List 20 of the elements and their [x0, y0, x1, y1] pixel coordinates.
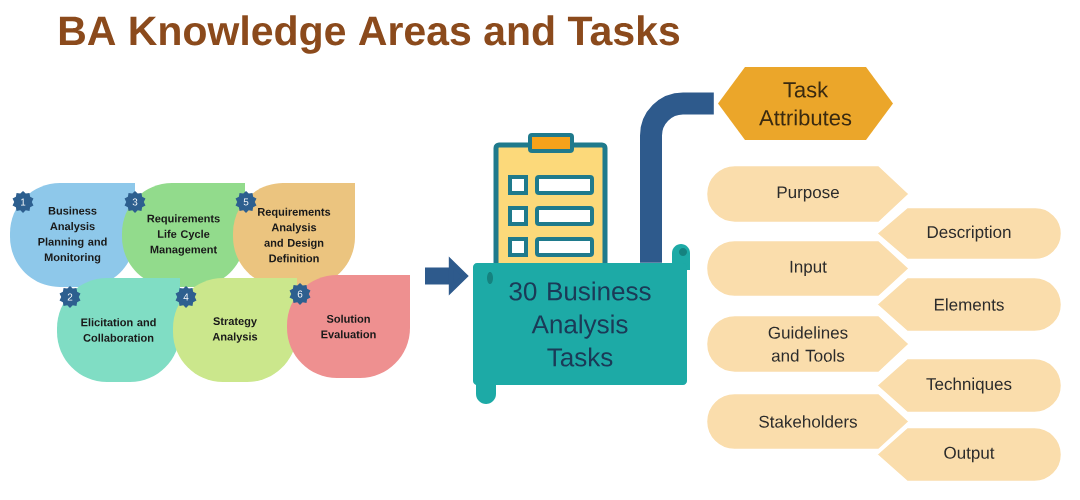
node-label: Elements: [934, 298, 1004, 311]
scroll-banner: 30 Business Analysis Tasks: [473, 244, 690, 404]
arrow-tag: Purpose: [704, 163, 912, 225]
number-badge: 3: [124, 191, 146, 213]
arrow-tag: Guidelines and Tools: [704, 313, 912, 375]
number-badge: 4: [175, 286, 197, 308]
arrow-tag: Description: [874, 205, 1064, 262]
number-badge: 6: [289, 283, 311, 305]
arrow-tag: Elements: [874, 275, 1064, 334]
number-badge: 5: [235, 191, 257, 213]
node-label: Techniques: [926, 377, 1012, 394]
arrow-tag: Input: [704, 238, 912, 299]
number-badge: 2: [59, 286, 81, 308]
arrow-tag: Stakeholders: [704, 391, 912, 452]
title: BA Knowledge Areas and Tasks: [59, 15, 680, 54]
arrow-tag: Techniques: [874, 356, 1064, 415]
node-label: Description: [927, 225, 1011, 242]
arrow-tag: Output: [874, 425, 1064, 484]
number-badge: 1: [12, 191, 34, 213]
hexagon: Task Attributes: [718, 67, 893, 140]
